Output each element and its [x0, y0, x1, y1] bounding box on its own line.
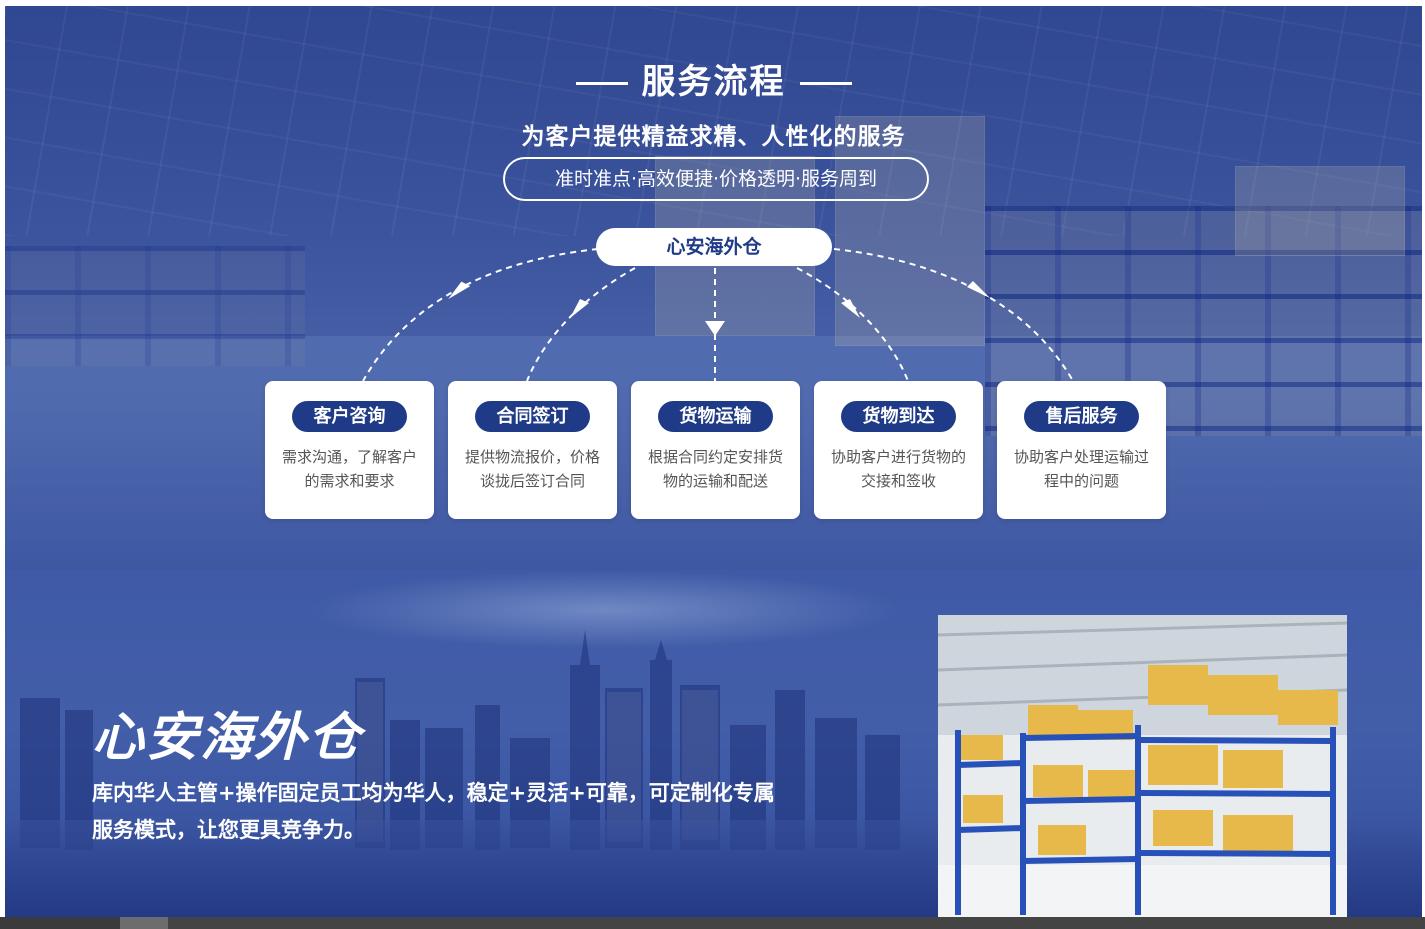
step-label: 货物运输 — [658, 401, 773, 432]
connector-line — [833, 248, 1074, 382]
step-card-after-sales: 售后服务 协助客户处理运输过程中的问题 — [997, 381, 1166, 519]
step-label: 客户咨询 — [292, 401, 407, 432]
title-dash-right — [799, 82, 852, 85]
bottom-bar-segment — [120, 917, 168, 929]
step-description: 提供物流报价，价格谈拢后签订合同 — [464, 448, 600, 490]
warehouse-shelves-illustration — [938, 615, 1347, 917]
flow-connector-lines — [362, 248, 1074, 382]
intro-title: 心安海外仓 — [92, 708, 363, 768]
section-subtitle: 为客户提供精益求精、人性化的服务 — [521, 124, 906, 150]
step-card-transport: 货物运输 根据合同约定安排货物的运输和配送 — [631, 381, 800, 519]
step-card-contract: 合同签订 提供物流报价，价格谈拢后签订合同 — [448, 381, 617, 519]
warehouse-rack-background — [5, 246, 305, 366]
warehouse-box-stack — [835, 116, 985, 346]
connector-line — [362, 248, 599, 382]
step-label: 货物到达 — [841, 401, 956, 432]
company-intro-section: 心安海外仓 库内华人主管+操作固定员工均为华人，稳定+灵活+可靠，可定制化专属服… — [5, 570, 1422, 917]
hub-pill: 心安海外仓 — [596, 228, 832, 266]
page-bottom-bar — [0, 917, 1425, 929]
arrowhead-icon — [841, 299, 860, 318]
arrowhead-icon — [967, 281, 990, 298]
section-title-text: 服务流程 — [641, 62, 786, 102]
warehouse-box-stack — [1235, 166, 1405, 256]
step-description: 根据合同约定安排货物的运输和配送 — [647, 448, 783, 490]
step-card-arrival: 货物到达 协助客户进行货物的交接和签收 — [814, 381, 983, 519]
intro-description: 库内华人主管+操作固定员工均为华人，稳定+灵活+可靠，可定制化专属服务模式，让您… — [92, 781, 775, 842]
step-description: 协助客户进行货物的交接和签收 — [830, 448, 966, 490]
connector-line — [796, 267, 909, 382]
title-dash-left — [575, 82, 628, 85]
step-card-consult: 客户咨询 需求沟通，了解客户的需求和要求 — [265, 381, 434, 519]
step-label: 售后服务 — [1024, 401, 1139, 432]
step-description: 协助客户处理运输过程中的问题 — [1013, 448, 1149, 490]
connector-line — [526, 267, 636, 382]
sky-glow — [305, 570, 905, 650]
service-flow-section: 服务流程 为客户提供精益求精、人性化的服务 准时准点·高效便捷·价格透明·服务周… — [5, 6, 1422, 570]
bottom-bar-segment — [0, 917, 120, 929]
warehouse-photo — [938, 615, 1347, 917]
step-description: 需求沟通，了解客户的需求和要求 — [281, 448, 417, 490]
tagline-pill: 准时准点·高效便捷·价格透明·服务周到 — [503, 157, 929, 201]
arrowhead-icon — [570, 299, 589, 318]
arrowhead-icon — [448, 281, 471, 300]
arrowhead-icon — [705, 321, 725, 336]
step-label: 合同签订 — [475, 401, 590, 432]
section-title: 服务流程 — [5, 54, 1422, 103]
warehouse-roof-background — [5, 6, 1422, 236]
